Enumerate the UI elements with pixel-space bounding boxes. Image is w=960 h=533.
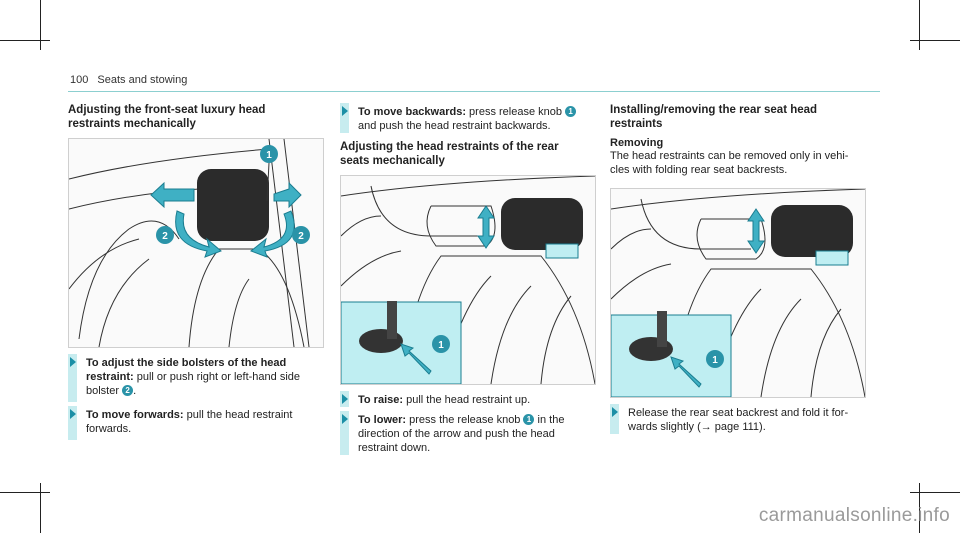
page-reference-arrow-icon: →	[700, 421, 712, 433]
figure-badge-1: 1	[438, 340, 444, 351]
rear-headrest-illustration: 1	[341, 176, 595, 384]
figure-rear-headrest-remove: 1	[610, 188, 866, 398]
crop-mark	[0, 40, 50, 41]
step-arrow-icon	[612, 407, 618, 417]
step-arrow-icon	[342, 106, 348, 116]
figure-rear-headrest-adjust: 1	[340, 175, 596, 385]
step-move-forwards: To move forwards: pull the head restrain…	[68, 406, 326, 442]
callout-badge: 2	[122, 385, 134, 396]
step-arrow-icon	[70, 409, 76, 419]
step-arrow-icon	[342, 414, 348, 424]
figure-badge-1: 1	[712, 355, 718, 366]
step-move-backwards: To move backwards: press release knob 1 …	[340, 103, 600, 135]
step-release-backrest: Release the rear seat backrest and fold …	[610, 404, 872, 436]
subheading-removing: Removing	[610, 137, 664, 149]
page-reference-link[interactable]: page 111).	[711, 421, 766, 433]
crop-mark	[910, 492, 960, 493]
step-adjust-bolsters: To adjust the side bolsters of the head …	[68, 354, 326, 404]
figure-badge-2: 2	[298, 231, 304, 242]
crop-mark	[919, 483, 920, 533]
watermark: carmanualsonline.info	[758, 505, 950, 526]
crop-mark	[40, 0, 41, 50]
figure-front-headrest: 1 2 2	[68, 138, 324, 348]
step-raise: To raise: pull the head restraint up.	[340, 391, 600, 409]
paragraph: The head restraints can be removed only …	[610, 150, 849, 176]
rear-headrest-removal-illustration: 1	[611, 189, 865, 397]
front-headrest-illustration: 1 2 2	[69, 139, 310, 347]
callout-badge: 1	[523, 414, 535, 425]
crop-mark	[919, 0, 920, 50]
figure-badge-1: 1	[266, 150, 272, 161]
step-arrow-icon	[70, 357, 76, 367]
step-arrow-icon	[342, 394, 348, 404]
figure-badge-2: 2	[162, 231, 168, 242]
column-rear-seat: Adjusting the head restraints of the rea…	[340, 140, 598, 168]
section-heading: Adjusting the head restraints of the rea…	[340, 141, 559, 167]
crop-mark	[0, 492, 50, 493]
page-header: 100 Seats and stowing	[70, 74, 187, 86]
crop-mark	[40, 483, 41, 533]
page-number: 100	[70, 74, 89, 86]
crop-mark	[910, 40, 960, 41]
callout-badge: 1	[565, 106, 577, 117]
header-rule	[68, 91, 880, 92]
section-title: Seats and stowing	[97, 74, 188, 86]
step-lower: To lower: press the release knob 1 in th…	[340, 411, 600, 457]
